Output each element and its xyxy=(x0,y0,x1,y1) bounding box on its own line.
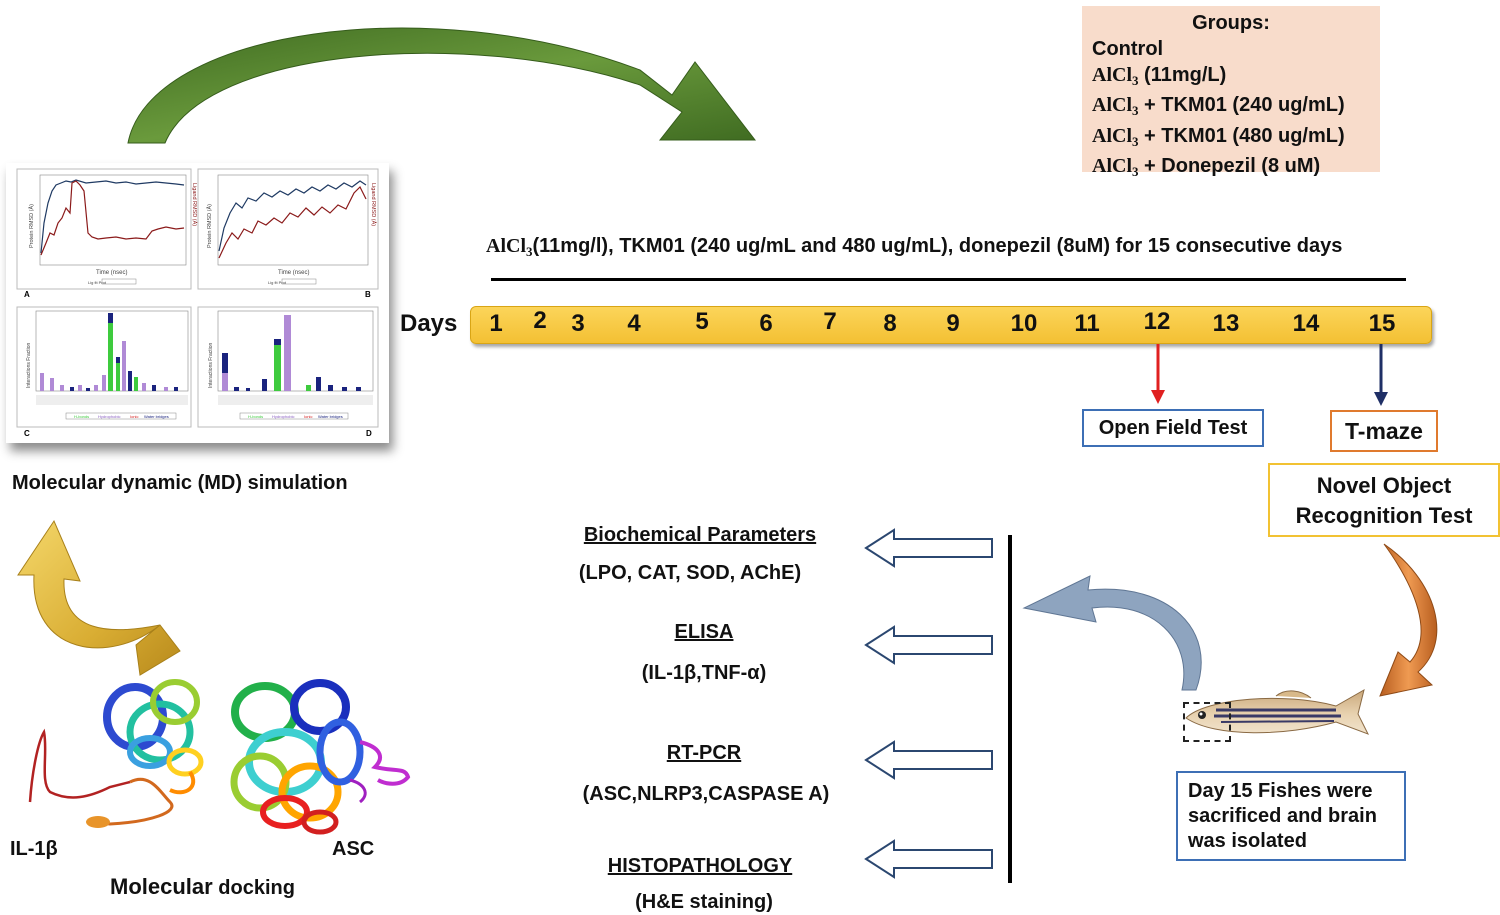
md-simulation-plots: A Time (nsec) Lig fit Prot Protein RMSD … xyxy=(16,168,379,438)
param-histopathology-detail: (H&E staining) xyxy=(635,891,773,913)
groups-title: Groups: xyxy=(1192,12,1270,34)
day-13: 13 xyxy=(1212,310,1240,337)
rmsd-a-ligand-line xyxy=(40,180,185,256)
legend-c-hbonds: H-bonds xyxy=(74,414,89,419)
md-simulation-label: Molecular dynamic (MD) simulation xyxy=(12,472,348,494)
il1b-coil xyxy=(28,728,131,803)
legend-c-water: Water bridges xyxy=(144,414,169,419)
day-5: 5 xyxy=(695,308,709,335)
group-item-donepezil: AlCl3 + Donepezil (8 uM) xyxy=(1092,155,1321,179)
param-biochemical-title: Biochemical Parameters xyxy=(583,524,817,546)
legend-d-ionic: Ionic xyxy=(304,414,312,419)
interactions-c-bars xyxy=(40,313,178,391)
legend-c-ionic: Ionic xyxy=(130,414,138,419)
param-elisa-title: ELISA xyxy=(674,621,734,643)
day-8: 8 xyxy=(883,310,897,337)
day-1: 1 xyxy=(489,310,503,337)
day-6: 6 xyxy=(759,310,773,337)
nor-line-2: Recognition Test xyxy=(1295,503,1473,528)
hollow-arrow-histopathology xyxy=(864,839,993,879)
il1b-label: IL-1β xyxy=(10,838,58,860)
panel-label-a: A xyxy=(24,290,30,299)
rmsd-a-protein-line xyxy=(40,179,185,254)
day-15: 15 xyxy=(1368,310,1396,337)
axis-ylabel-bar-d: Interactions Fraction xyxy=(208,342,214,388)
group-item-tkm01-480: AlCl3 + TKM01 (480 ug/mL) xyxy=(1092,124,1345,149)
novel-object-recognition-box: Novel Object Recognition Test xyxy=(1268,463,1500,537)
legend-d-hydrophobic: Hydrophobic xyxy=(272,414,294,419)
green-curved-arrow xyxy=(127,27,757,144)
legend-label-b: Lig fit Prot xyxy=(268,280,287,285)
group-item-alcl3: AlCl3 (11mg/L) xyxy=(1092,63,1227,88)
day-3: 3 xyxy=(571,310,585,337)
legend-c-hydrophobic: Hydrophobic xyxy=(98,414,120,419)
legend-d-water: Water bridges xyxy=(318,414,343,419)
axis-ylabel-right-b: Ligand RMSD (Å) xyxy=(370,183,377,226)
param-rtpcr-title: RT-PCR xyxy=(666,742,742,764)
orange-curved-arrow xyxy=(1379,543,1438,697)
panel-label-c: C xyxy=(24,429,30,438)
treatment-duration-line xyxy=(491,278,1406,281)
axis-ylabel-left-a: Protein RMSD (Å) xyxy=(28,204,35,248)
t-maze-box: T-maze xyxy=(1330,410,1438,452)
day-11: 11 xyxy=(1074,310,1100,337)
param-elisa-detail: (IL-1β,TNF-α) xyxy=(641,662,767,684)
panel-label-d: D xyxy=(366,429,372,438)
bluegrey-curved-arrow xyxy=(1022,575,1202,691)
axis-ylabel-bar-c: Interactions Fraction xyxy=(26,342,32,388)
zebrafish-icon xyxy=(1185,688,1370,735)
asc-label: ASC xyxy=(332,838,375,860)
group-item-control: Control xyxy=(1092,38,1164,60)
axis-xlabel-b: Time (nsec) xyxy=(278,270,309,276)
hollow-arrow-elisa xyxy=(864,625,993,665)
day-9: 9 xyxy=(946,310,960,337)
yellow-curved-arrow xyxy=(17,519,181,676)
open-field-test-box: Open Field Test xyxy=(1082,409,1264,447)
rmsd-b-ligand-line xyxy=(218,185,367,259)
fish-sacrifice-note: Day 15 Fishes were sacrificed and brain … xyxy=(1176,771,1406,861)
day-7: 7 xyxy=(823,308,837,335)
md-simulation-figure: A Time (nsec) Lig fit Prot Protein RMSD … xyxy=(6,163,389,443)
vertical-divider xyxy=(1008,535,1012,883)
param-rtpcr-detail: (ASC,NLRP3,CASPASE A) xyxy=(582,783,830,805)
panel-label-b: B xyxy=(365,290,371,299)
axis-ylabel-right-a: Ligand RMSD (Å) xyxy=(191,183,198,226)
il1b-tail xyxy=(89,778,174,826)
nor-line-1: Novel Object xyxy=(1316,473,1452,498)
brain-dashed-box xyxy=(1183,702,1231,742)
hollow-arrow-biochemical xyxy=(864,528,993,568)
day-2: 2 xyxy=(533,307,547,334)
interactions-d-bars xyxy=(222,315,361,391)
rmsd-b-protein-line xyxy=(218,180,367,252)
day-12-red-arrow xyxy=(1151,344,1165,404)
day-4: 4 xyxy=(627,310,641,337)
day-12: 12 xyxy=(1143,308,1171,335)
groups-box: Groups: Control AlCl3 (11mg/L) AlCl3 + T… xyxy=(1082,6,1380,179)
day-10: 10 xyxy=(1010,310,1038,337)
timeline-bar xyxy=(470,306,1432,344)
days-label: Days xyxy=(400,310,458,337)
il1b-ascprotein-structures xyxy=(28,679,411,835)
treatment-description: AlCl3(11mg/l), TKM01 (240 ug/mL and 480 … xyxy=(486,235,1343,259)
day-14: 14 xyxy=(1292,310,1320,337)
param-biochemical-detail: (LPO, CAT, SOD, AChE) xyxy=(578,562,802,584)
legend-label-a: Lig fit Prot xyxy=(88,280,107,285)
hollow-arrow-rtpcr xyxy=(864,740,993,780)
group-item-tkm01-240: AlCl3 + TKM01 (240 ug/mL) xyxy=(1092,94,1345,118)
legend-d-hbonds: H-bonds xyxy=(248,414,263,419)
day-15-navy-arrow xyxy=(1374,344,1388,406)
param-histopathology-title: HISTOPATHOLOGY xyxy=(607,855,793,877)
axis-ylabel-left-b: Protein RMSD (Å) xyxy=(206,204,213,248)
molecular-docking-label: Molecular docking xyxy=(110,874,295,899)
axis-xlabel-a: Time (nsec) xyxy=(96,270,127,276)
